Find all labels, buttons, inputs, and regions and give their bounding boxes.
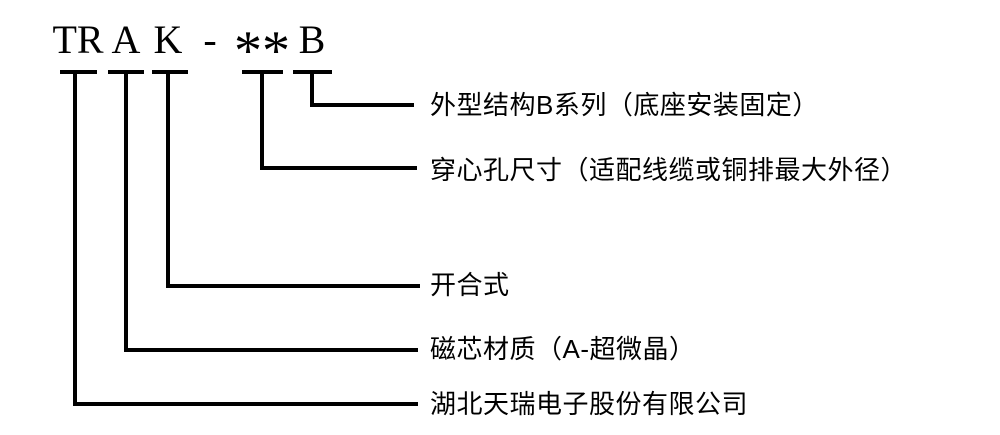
connector-tr-vline [73, 70, 77, 406]
label-core-material: 磁芯材质（A-超微晶） [430, 334, 696, 364]
connector-hole-size-vline [260, 70, 264, 170]
model-code-tr: TR [52, 17, 104, 62]
connector-b-hline [310, 103, 414, 107]
connector-a-hline [124, 348, 418, 352]
model-code-b: B [298, 17, 326, 62]
model-code-hole-size: ** [234, 20, 290, 82]
label-company: 湖北天瑞电子股份有限公司 [430, 389, 749, 419]
connector-k-hline [166, 284, 420, 288]
model-code-separator: - [203, 17, 217, 62]
connector-k-vline [166, 70, 170, 288]
model-code-a: A [111, 17, 141, 62]
connector-k-tick [152, 70, 188, 74]
connector-a-vline [124, 70, 128, 352]
connector-tr-hline [73, 402, 418, 406]
label-hole-size: 穿心孔尺寸（适配线缆或铜排最大外径） [430, 155, 908, 185]
label-split-core: 开合式 [430, 270, 510, 300]
model-code-k: K [153, 17, 183, 62]
connector-hole-size-hline [260, 166, 417, 170]
connector-b-vline [310, 70, 314, 107]
connector-tr-tick [60, 70, 97, 74]
label-series-b: 外型结构B系列（底座安装固定） [430, 90, 819, 120]
